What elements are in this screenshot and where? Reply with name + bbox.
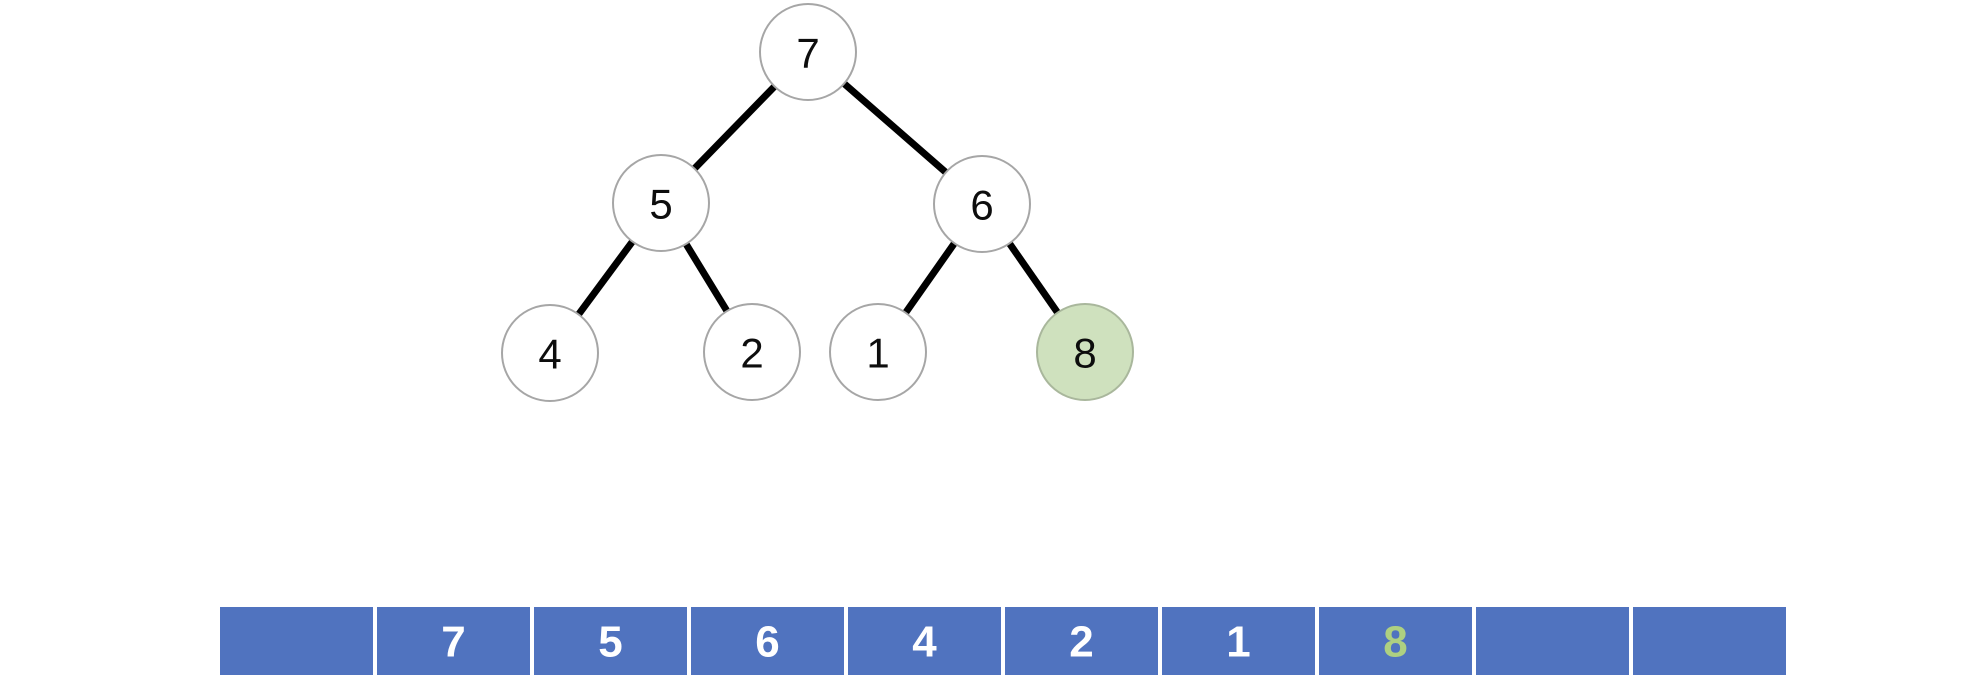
array-cell-1[interactable]: 7 xyxy=(377,607,530,675)
array-cell-5[interactable]: 2 xyxy=(1005,607,1158,675)
tree-node-8[interactable]: 8 xyxy=(1036,303,1134,401)
tree-node-5[interactable]: 5 xyxy=(612,154,710,252)
array-cell-value: 5 xyxy=(598,618,622,667)
array-cell-background xyxy=(1476,607,1629,675)
tree-node-circle xyxy=(1036,303,1134,401)
array-cell-background xyxy=(691,607,844,675)
tree-node-circle xyxy=(759,3,857,101)
array-cell-background xyxy=(220,607,373,675)
tree-node-label: 5 xyxy=(649,181,672,228)
tree-edge-6-8 xyxy=(1006,241,1061,315)
tree-node-circle xyxy=(612,154,710,252)
array-cell-background xyxy=(1005,607,1158,675)
tree-edge-7-5 xyxy=(691,83,778,172)
tree-node-2[interactable]: 2 xyxy=(703,303,801,401)
tree-node-label: 2 xyxy=(740,330,763,377)
tree-node-circle xyxy=(829,303,927,401)
array-cell-value: 1 xyxy=(1226,618,1250,667)
array-cell-9[interactable] xyxy=(1633,607,1786,675)
array-cell-background xyxy=(1162,607,1315,675)
array-cell-value: 6 xyxy=(755,618,779,667)
array-cell-value: 8 xyxy=(1383,618,1407,667)
array-cell-8[interactable] xyxy=(1476,607,1629,675)
tree-node-4[interactable]: 4 xyxy=(501,304,599,402)
array-cell-2[interactable]: 5 xyxy=(534,607,687,675)
array-cell-3[interactable]: 6 xyxy=(691,607,844,675)
tree-node-7[interactable]: 7 xyxy=(759,3,857,101)
tree-node-label: 6 xyxy=(970,182,993,229)
tree-edge-7-6 xyxy=(841,80,949,176)
array-cell-background xyxy=(1319,607,1472,675)
tree-edge-5-2 xyxy=(683,242,730,313)
array-cell-background xyxy=(1633,607,1786,675)
array-cell-background xyxy=(848,607,1001,675)
tree-node-label: 1 xyxy=(866,330,889,377)
tree-edge-5-4 xyxy=(575,239,636,317)
array-cell-value: 2 xyxy=(1069,618,1093,667)
array-cell-value: 4 xyxy=(912,618,937,667)
tree-edge-layer xyxy=(575,80,1061,317)
tree-node-1[interactable]: 1 xyxy=(829,303,927,401)
array-cell-6[interactable]: 1 xyxy=(1162,607,1315,675)
array-cell-4[interactable]: 4 xyxy=(848,607,1001,675)
tree-node-6[interactable]: 6 xyxy=(933,155,1031,253)
array-cell-value: 7 xyxy=(441,618,465,667)
tree-edge-6-1 xyxy=(902,241,958,315)
array-cell-7[interactable]: 8 xyxy=(1319,607,1472,675)
tree-node-circle xyxy=(933,155,1031,253)
array-cell-background xyxy=(534,607,687,675)
tree-node-label: 7 xyxy=(796,30,819,77)
tree-node-circle xyxy=(703,303,801,401)
tree-node-label: 8 xyxy=(1073,330,1096,377)
tree-node-circle xyxy=(501,304,599,402)
tree-node-layer: 7 5 6 4 2 1 8 xyxy=(501,3,1134,402)
array-layer: 7 5 6 4 2 1 8 xyxy=(220,607,1786,675)
array-cell-background xyxy=(377,607,530,675)
tree-node-label: 4 xyxy=(538,331,561,378)
array-cell-0[interactable] xyxy=(220,607,373,675)
